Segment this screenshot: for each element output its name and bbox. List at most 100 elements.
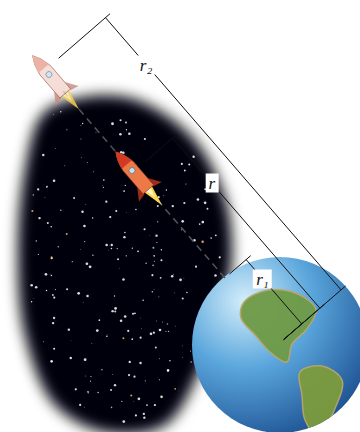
star <box>73 197 75 199</box>
star <box>37 188 39 190</box>
star <box>82 301 84 303</box>
star <box>159 379 160 380</box>
star <box>160 277 162 279</box>
star <box>152 291 153 292</box>
star <box>82 123 83 124</box>
star <box>184 170 186 172</box>
continent <box>240 289 316 362</box>
star <box>162 321 164 323</box>
star <box>126 129 127 130</box>
star <box>186 292 188 294</box>
star <box>51 256 53 258</box>
star <box>195 266 197 268</box>
star <box>72 261 73 262</box>
star <box>201 241 204 244</box>
star <box>156 242 157 243</box>
star <box>219 256 221 258</box>
star <box>128 374 130 376</box>
star <box>126 212 128 214</box>
star <box>124 315 127 318</box>
star <box>138 397 141 400</box>
star <box>51 257 53 259</box>
star <box>172 273 174 275</box>
star <box>68 328 70 330</box>
rockets <box>21 46 173 215</box>
star <box>107 334 109 336</box>
star <box>174 292 176 294</box>
star <box>149 235 151 237</box>
star <box>55 147 57 149</box>
star <box>105 201 107 203</box>
star <box>139 362 141 364</box>
star <box>155 320 157 322</box>
star <box>133 400 135 402</box>
star <box>137 250 139 252</box>
star <box>157 205 159 207</box>
star <box>97 392 98 393</box>
star <box>152 264 154 266</box>
star <box>114 310 116 312</box>
star <box>31 301 32 302</box>
star <box>43 341 45 343</box>
dimension-label: r₂ <box>137 55 156 74</box>
star <box>69 357 72 360</box>
star <box>150 332 153 335</box>
star <box>210 237 212 239</box>
star <box>53 179 56 182</box>
star <box>131 338 133 340</box>
star <box>84 241 85 242</box>
star <box>122 420 125 423</box>
star <box>90 381 91 382</box>
star <box>66 233 68 235</box>
star <box>60 111 61 112</box>
star <box>91 342 93 344</box>
star <box>93 171 95 173</box>
star <box>33 194 34 195</box>
star <box>124 232 126 234</box>
star <box>55 319 57 321</box>
star <box>53 348 55 350</box>
star <box>182 357 184 359</box>
star <box>215 234 217 236</box>
star <box>171 275 174 278</box>
star <box>38 217 40 219</box>
star <box>75 388 77 390</box>
star <box>109 245 111 247</box>
star <box>192 156 194 158</box>
star <box>31 210 33 212</box>
star <box>111 244 113 246</box>
star <box>80 124 82 126</box>
star <box>153 332 155 334</box>
star <box>66 129 67 130</box>
star <box>46 290 48 292</box>
star <box>169 360 171 362</box>
star <box>174 388 176 390</box>
star <box>130 395 132 397</box>
star <box>114 307 117 310</box>
star <box>87 161 89 163</box>
star <box>181 163 183 165</box>
star <box>46 186 48 188</box>
star <box>92 254 93 255</box>
star <box>47 222 49 224</box>
star <box>167 323 169 325</box>
star <box>132 313 134 315</box>
star <box>162 195 164 197</box>
star <box>112 374 114 376</box>
star <box>95 131 97 133</box>
star <box>158 296 159 297</box>
star <box>30 284 33 287</box>
star <box>125 122 127 124</box>
star <box>50 226 52 228</box>
star <box>120 320 123 323</box>
star <box>52 294 54 296</box>
star <box>89 265 92 268</box>
star <box>167 370 169 372</box>
star <box>80 138 82 140</box>
star <box>204 202 207 205</box>
star <box>129 361 131 363</box>
star <box>141 327 143 329</box>
star <box>117 258 119 260</box>
star <box>64 165 66 167</box>
